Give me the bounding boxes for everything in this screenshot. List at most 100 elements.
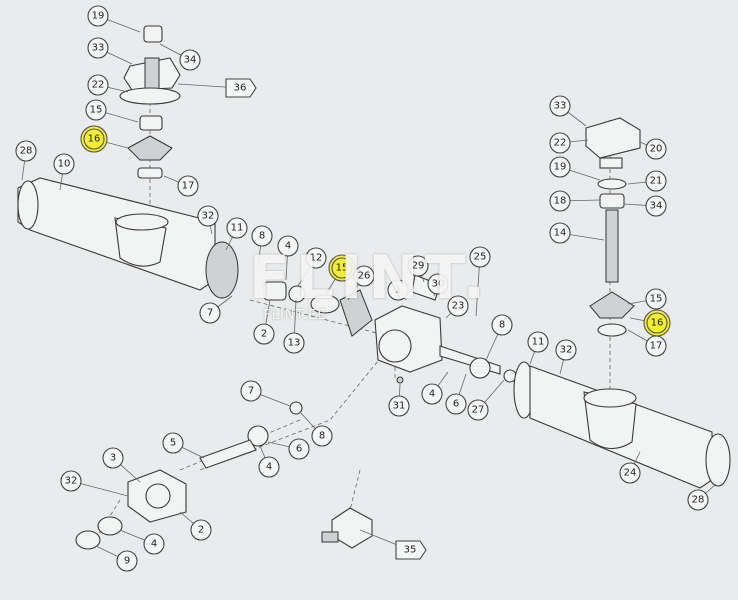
- callout-circle: [102, 447, 124, 469]
- callout-circle: [527, 331, 549, 353]
- callout-label: 34: [184, 55, 197, 66]
- callout-label: 11: [231, 223, 244, 234]
- callout-4: 4: [277, 235, 299, 257]
- callout-label: 6: [296, 444, 302, 455]
- callout-circle: [240, 380, 262, 402]
- callout-11: 11: [226, 217, 248, 239]
- callout-layer: 1934333622151628101732118412152629130252…: [15, 5, 709, 572]
- callout-31: 31: [388, 395, 410, 417]
- callout-5: 5: [162, 432, 184, 454]
- callout-19: 19: [87, 5, 109, 27]
- callout-34: 34: [179, 49, 201, 71]
- callout-20: 20: [645, 138, 667, 160]
- callout-circle: [645, 288, 667, 310]
- callout-circle: [15, 140, 37, 162]
- callout-15: 15: [85, 99, 107, 121]
- callout-33: 33: [549, 95, 571, 117]
- callout-label: 20: [650, 144, 663, 155]
- callout-label: 19: [92, 11, 105, 22]
- callout-32: 32: [60, 470, 82, 492]
- centre-gearbox: [263, 274, 517, 384]
- callout-label: 28: [20, 146, 33, 157]
- callout-label: 13: [288, 338, 301, 349]
- callout-label: 22: [554, 138, 567, 149]
- callout-label: 25: [474, 252, 487, 263]
- callout-11: 11: [527, 331, 549, 353]
- callout-circle: [619, 462, 641, 484]
- callout-32: 32: [197, 205, 219, 227]
- callout-2: 2: [253, 323, 275, 345]
- callout-30: 30: [427, 273, 449, 295]
- callout-8: 8: [251, 225, 273, 247]
- callout-7: 7: [240, 380, 262, 402]
- callout-circle: [87, 37, 109, 59]
- callout-label: 4: [151, 539, 157, 550]
- callout-label: 8: [319, 431, 325, 442]
- callout-label: 16: [88, 134, 101, 145]
- callout-4: 4: [421, 383, 443, 405]
- lower-left-input-assembly: [75, 401, 303, 550]
- callout-28: 28: [15, 140, 37, 162]
- callout-label: 33: [92, 43, 105, 54]
- callout-label: 19: [554, 162, 567, 173]
- callout-13: 13: [283, 332, 305, 354]
- callout-circle: [60, 470, 82, 492]
- callout-circle: [199, 302, 221, 324]
- callout-label: 35: [404, 545, 417, 556]
- callout-circle: [687, 489, 709, 511]
- left-axle-housing: [17, 177, 239, 299]
- callout-label: 12: [310, 253, 323, 264]
- callout-4: 4: [143, 533, 165, 555]
- callout-circle: [445, 393, 467, 415]
- callout-circle: [645, 170, 667, 192]
- callout-label: 21: [650, 176, 663, 187]
- callout-circle: [251, 225, 273, 247]
- callout-circle: [549, 190, 571, 212]
- callout-16-highlighted: 16: [80, 125, 108, 153]
- callout-label: 32: [202, 211, 215, 222]
- callout-4: 4: [258, 456, 280, 478]
- callout-circle: [162, 432, 184, 454]
- callout-label: 18: [554, 196, 567, 207]
- callout-label: 27: [472, 405, 485, 416]
- callout-label: 15: [650, 294, 663, 305]
- callout-circle: [177, 175, 199, 197]
- callout-21: 21: [645, 170, 667, 192]
- callout-label: 15: [336, 263, 349, 274]
- callout-17: 17: [645, 335, 667, 357]
- callout-circle: [421, 383, 443, 405]
- callout-label: 24: [624, 468, 637, 479]
- callout-circle: [83, 128, 105, 150]
- callout-arrow-box: [395, 540, 427, 560]
- callout-29: 29: [407, 255, 429, 277]
- callout-16-highlighted: 16: [643, 309, 671, 337]
- callout-circle: [491, 314, 513, 336]
- callout-label: 16: [651, 318, 664, 329]
- callout-label: 29: [412, 261, 425, 272]
- callout-1: 1: [387, 279, 409, 301]
- callout-25: 25: [469, 246, 491, 268]
- callout-22: 22: [549, 132, 571, 154]
- callout-label: 26: [358, 271, 371, 282]
- callout-label: 22: [92, 80, 105, 91]
- callout-circle: [277, 235, 299, 257]
- callout-17: 17: [177, 175, 199, 197]
- callout-circle: [645, 195, 667, 217]
- callout-circle: [190, 519, 212, 541]
- callout-circle: [467, 399, 489, 421]
- callout-33: 33: [87, 37, 109, 59]
- callout-circle: [407, 255, 429, 277]
- callout-23: 23: [447, 295, 469, 317]
- callout-6: 6: [445, 393, 467, 415]
- callout-label: 15: [90, 105, 103, 116]
- callout-18: 18: [549, 190, 571, 212]
- callout-27: 27: [467, 399, 489, 421]
- callout-label: 28: [692, 495, 705, 506]
- callout-circle: [197, 205, 219, 227]
- callout-2: 2: [190, 519, 212, 541]
- right-axle-housing: [513, 361, 731, 489]
- callout-8: 8: [491, 314, 513, 336]
- callout-label: 8: [499, 320, 505, 331]
- callout-3: 3: [102, 447, 124, 469]
